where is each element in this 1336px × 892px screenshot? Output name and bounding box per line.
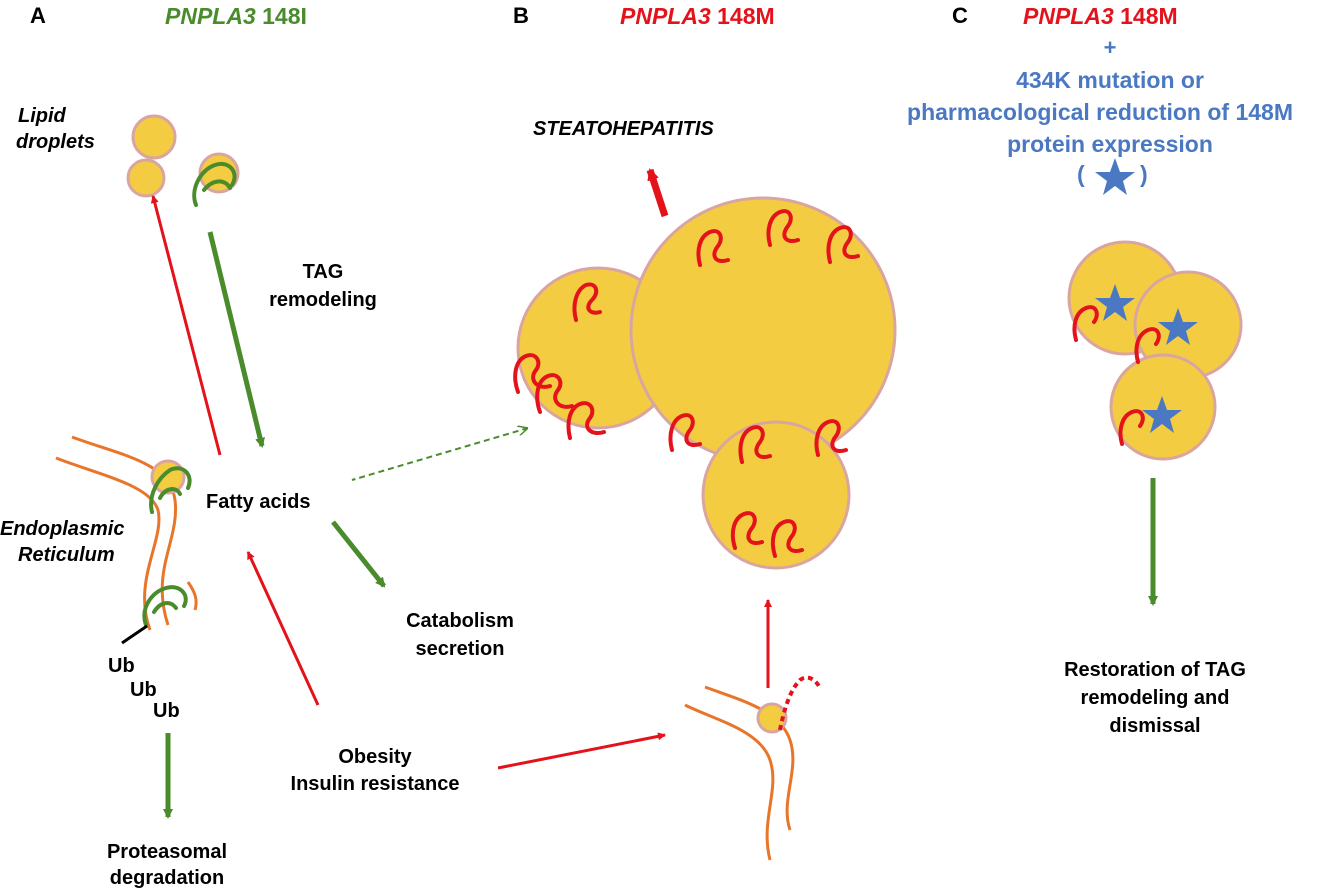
steatohepatitis-label: STEATOHEPATITIS	[533, 118, 714, 140]
plus-sign: +	[1103, 35, 1117, 60]
tag-remodeling-label-1: TAG	[302, 261, 344, 283]
mutation-label-1: 434K mutation or	[1016, 67, 1204, 93]
lipid-droplets-label-1: Lipid	[18, 105, 66, 127]
panel-c-variant: 148M	[1120, 3, 1178, 29]
star-icon-legend	[1095, 158, 1135, 195]
lipid-droplet-large	[701, 420, 851, 570]
er-membrane	[684, 703, 775, 861]
star-icon	[1142, 396, 1182, 433]
lipid-droplet	[126, 158, 166, 198]
pnpla3-148m-dotted	[778, 675, 822, 731]
lipid-droplets-label-2: droplets	[16, 131, 95, 153]
proteasomal-label-1: Proteasomal	[106, 841, 228, 863]
pnpla3-148i-protein	[142, 585, 188, 627]
mutation-label-2: pharmacological reduction of 148M	[907, 99, 1293, 125]
red-arrow	[150, 195, 222, 456]
green-arrow	[331, 520, 386, 588]
star-icon	[1095, 284, 1135, 321]
catabolism-label-1: Catabolism	[406, 610, 514, 632]
steatohepatitis-arrow	[646, 168, 669, 218]
panel-b-letter: B	[513, 3, 529, 28]
pnpla3-148m-proteins	[1072, 305, 1161, 446]
panel-a-variant: 148I	[262, 3, 307, 29]
lipid-droplet	[131, 114, 177, 160]
tag-remodeling-label-2: remodeling	[269, 289, 377, 311]
pnpla3-148i-protein	[152, 601, 178, 614]
green-arrow	[207, 231, 265, 448]
restoration-label-3: dismissal	[1109, 715, 1201, 737]
red-arrow	[497, 732, 666, 770]
er-membrane	[704, 685, 795, 831]
er-membrane	[55, 456, 161, 631]
mutation-label-3: protein expression	[1007, 131, 1213, 157]
paren-close: )	[1140, 161, 1148, 187]
panel-b-graphics	[351, 168, 897, 861]
panel-c-title: PNPLA3 148M	[1023, 2, 1178, 30]
panel-b-gene: PNPLA3	[620, 3, 711, 29]
panel-a-gene: PNPLA3	[165, 3, 256, 29]
panel-a-title: PNPLA3 148I	[165, 2, 307, 30]
er-label-2: Reticulum	[18, 544, 115, 566]
restoration-label-2: remodeling and	[1080, 687, 1230, 709]
restoration-label-1: Restoration of TAG	[1064, 659, 1246, 681]
er-label-1: Endoplasmic	[0, 518, 125, 540]
pnpla3-148i-protein	[149, 466, 192, 514]
dashed-green-arrow	[351, 428, 528, 481]
panel-c-graphics	[1067, 158, 1243, 606]
panel-c-letter: C	[952, 3, 968, 28]
panel-b-title: PNPLA3 148M	[620, 2, 775, 30]
ub-label-1: Ub	[108, 655, 135, 677]
star-icons	[1095, 158, 1198, 433]
panel-c-gene: PNPLA3	[1023, 3, 1114, 29]
panel-a-graphics	[55, 114, 386, 819]
fatty-acids-label: Fatty acids	[206, 491, 311, 513]
pnpla3-148i-protein	[202, 179, 232, 192]
er-membrane	[71, 435, 178, 626]
ub-label-3: Ub	[153, 700, 180, 722]
obesity-label-1: Obesity	[338, 746, 412, 768]
obesity-label-2: Insulin resistance	[290, 773, 460, 795]
star-icon	[1158, 308, 1198, 345]
pnpla3-148i-protein	[158, 487, 182, 500]
pnpla3-148i-protein	[192, 161, 237, 207]
panel-a-letter: A	[30, 3, 46, 28]
pnpla3-148m-proteins	[513, 209, 860, 558]
red-arrow	[246, 551, 320, 706]
ubiquitin-link	[121, 624, 148, 645]
ub-label-2: Ub	[130, 679, 157, 701]
proteasomal-label-2: degradation	[109, 867, 225, 889]
panel-b-variant: 148M	[717, 3, 775, 29]
catabolism-label-2: secretion	[415, 638, 505, 660]
paren-open: (	[1077, 161, 1085, 187]
er-membrane	[186, 581, 198, 611]
